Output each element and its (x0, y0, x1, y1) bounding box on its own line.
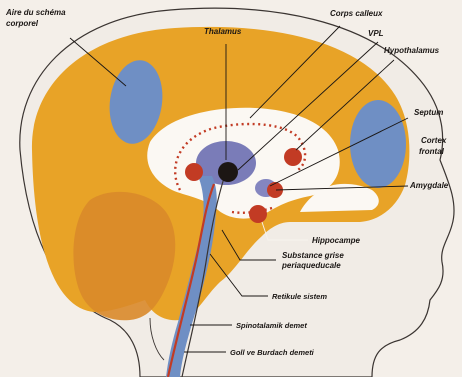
label-aire-schema-line2: corporel (6, 19, 39, 28)
label-spinotalamik-demet: Spinotalamik demet (236, 321, 307, 330)
label-amygdale: Amygdale (409, 181, 449, 190)
label-thalamus: Thalamus (204, 27, 242, 36)
vpl-red-nucleus (284, 148, 302, 166)
label-septum: Septum (414, 108, 443, 117)
thalamus-red-nucleus (185, 163, 203, 181)
frontal-cortex-area (350, 100, 406, 188)
label-goll-burdach-demeti: Goll ve Burdach demeti (230, 348, 315, 357)
label-cortex-frontal-line2: frontal (419, 147, 445, 156)
label-cortex-frontal-line1: Cortex (421, 136, 447, 145)
label-corps-calleux: Corps calleux (330, 9, 383, 18)
label-vpl: VPL (368, 29, 384, 38)
hippocampus-red-nucleus (249, 205, 267, 223)
label-substance-line2: periaqueducale (281, 261, 341, 270)
label-retikule-sistem: Retikule sistem (272, 292, 327, 301)
label-substance-line1: Substance grise (282, 251, 344, 260)
label-hippocampe: Hippocampe (312, 236, 361, 245)
label-aire-schema-line1: Aire du schéma (5, 8, 66, 17)
thalamus-core (218, 162, 238, 182)
label-hypothalamus: Hypothalamus (384, 46, 440, 55)
